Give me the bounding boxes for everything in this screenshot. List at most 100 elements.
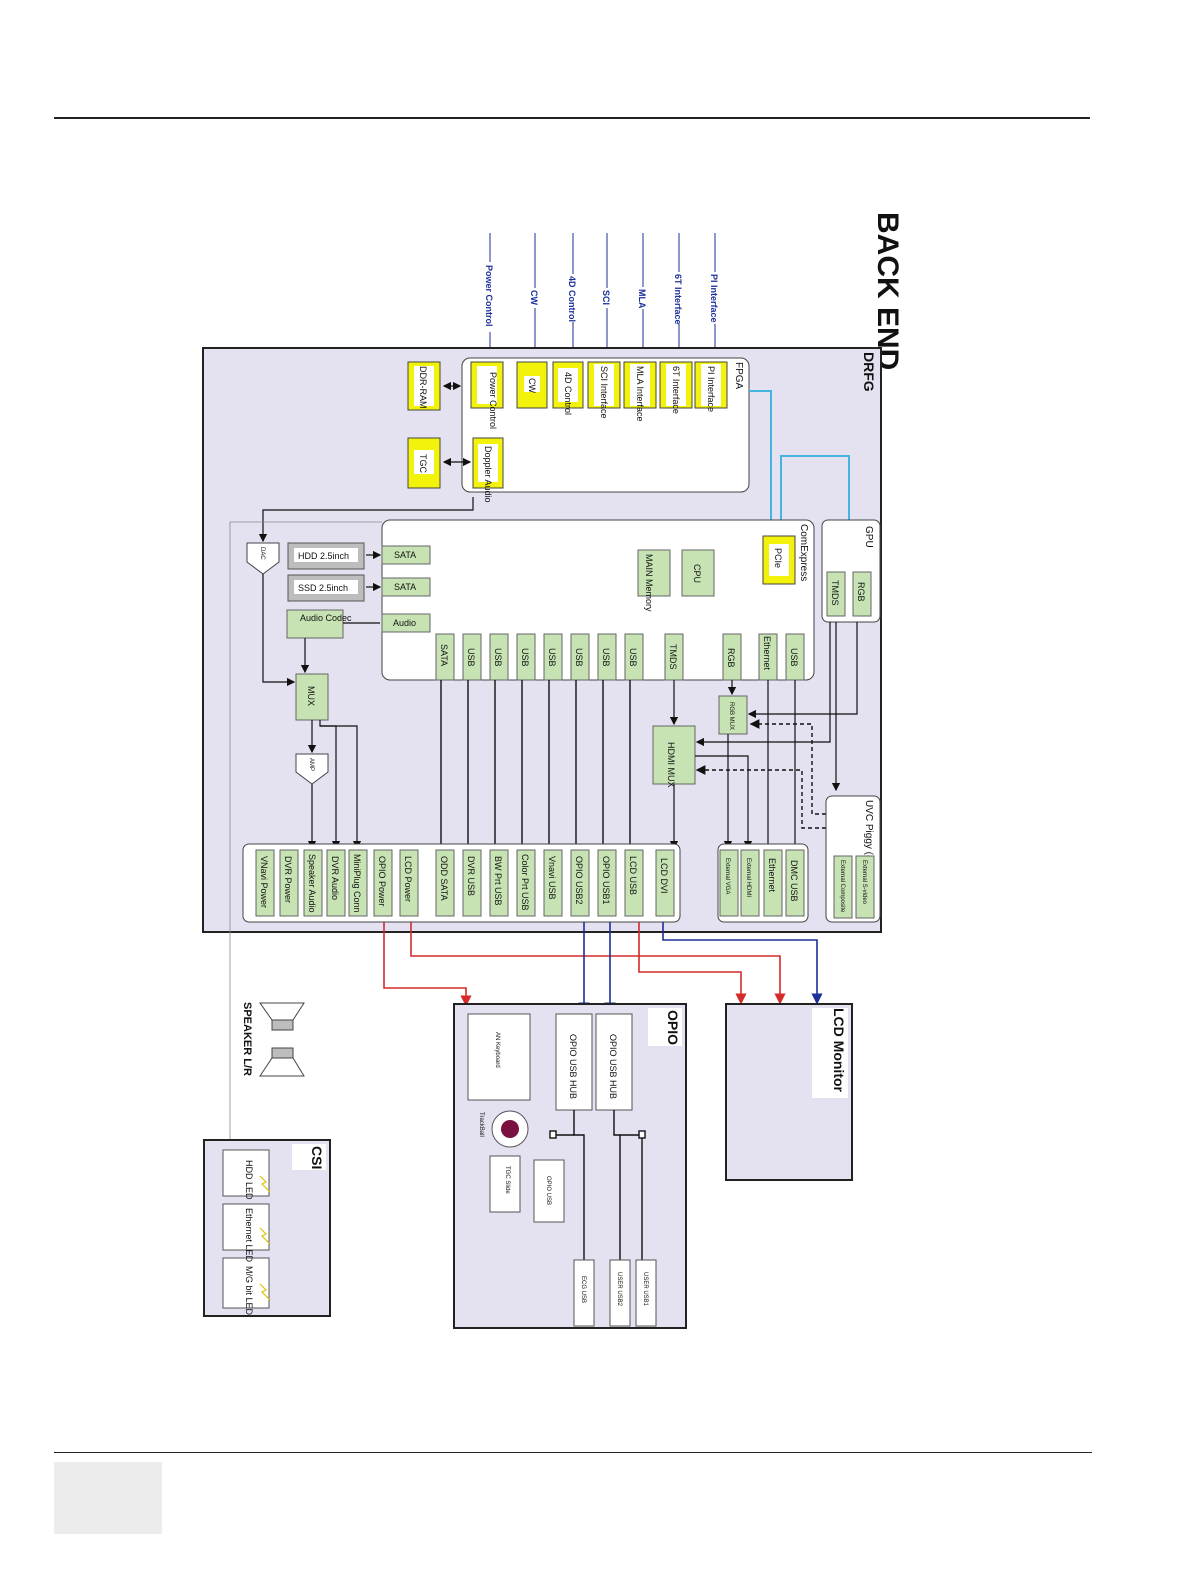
connector-label: ODD SATA (439, 856, 449, 901)
hdmi-mux-label: HDMI MUX (666, 742, 676, 788)
mux-block (295, 673, 329, 721)
connector-label: LCD Power (403, 856, 413, 902)
opio-port-label: USER USB2 (616, 1272, 622, 1307)
main-memory-label: MAIN Memory (644, 554, 654, 612)
opio-label: OPIO (665, 1010, 681, 1045)
comexpress-port-label: TMDS (668, 644, 678, 670)
comexpress-ports (435, 633, 805, 681)
speaker-label: SPEAKER L/R (241, 1002, 253, 1076)
keyboard-block (467, 1013, 531, 1101)
opio-usb-hub (555, 1013, 593, 1111)
fpga-module-label: 4D Control (563, 372, 573, 415)
pcie-links (749, 390, 850, 536)
fpga-module-label: 6T Interface (671, 366, 681, 414)
ext-connector-label: DMC USB (789, 860, 799, 902)
speaker-icon (259, 1047, 305, 1077)
connector-label: LCD DVI (659, 858, 669, 894)
connector-label: DVR USB (466, 856, 476, 896)
dac-triangle (246, 542, 280, 575)
uvc-output-label: External S-video (861, 860, 867, 905)
csi-leds (222, 1149, 270, 1309)
connector-label: OPIO Power (377, 856, 387, 907)
comexpress-port-label: Ethernet (762, 636, 772, 671)
uvc-output (833, 855, 853, 919)
comexpress-port-label: USB (628, 648, 638, 667)
comexpress-port-label: USB (789, 648, 799, 667)
audio-port-label: Audio (393, 618, 416, 628)
uvc-output (855, 855, 875, 919)
audio-codec-label: Audio Codec (300, 613, 352, 623)
connector-label: Speaker Audio (307, 854, 317, 913)
sata-port-label: SATA (394, 582, 416, 592)
speaker-icon (259, 1002, 305, 1031)
signal-label: CW (529, 290, 539, 305)
cpu-block (681, 549, 715, 597)
tgc-slide-label: TGC Slide (504, 1166, 510, 1194)
gpu-label: GPU (863, 526, 874, 548)
page-title: BACK END (871, 212, 904, 370)
comexpress-port-label: USB (601, 648, 611, 667)
connector-label: BW Prt USB (493, 856, 503, 906)
connector-label: DVR Power (283, 856, 293, 903)
audio-port (381, 613, 431, 633)
connector-label: Vnavi USB (547, 856, 557, 900)
connector-label: VNavi Power (259, 856, 269, 908)
signal-label: Power Control (484, 265, 494, 327)
rgb-mux-label: RGB MUX (728, 702, 734, 730)
connector-label: OPIO USB1 (601, 856, 611, 905)
opio-port-label: USER USB1 (642, 1272, 648, 1307)
connector-label: LCD USB (628, 856, 638, 895)
comexpress-port-label: USB (574, 648, 584, 667)
sata-port (381, 545, 431, 565)
ssd-label: SSD 2.5inch (298, 583, 348, 593)
signal-label: 4D Control (567, 276, 577, 322)
pcie-label: PCIe (773, 548, 783, 568)
footer-rule (54, 1452, 1092, 1453)
trackball-label: TrackBall (478, 1112, 484, 1137)
signal-label: MLA (637, 289, 647, 309)
ext-connector-label: Ethernet (767, 858, 777, 893)
ext-connector-label: External HDMI (745, 858, 751, 897)
hdd-label: HDD 2.5inch (298, 551, 349, 561)
gpu-port-label: TMDS (830, 580, 840, 606)
hdmi-mux-block (652, 725, 696, 785)
csi-led-label: Ethernet LED (244, 1208, 254, 1263)
main-memory-block (637, 549, 671, 597)
sata-port (381, 577, 431, 597)
drfg-label: DRFG (861, 352, 877, 392)
amp-label: AMP (308, 758, 314, 771)
audio-codec-block (286, 609, 344, 639)
gpu-port-label: RGB (856, 582, 866, 602)
comexpress-port-label: USB (547, 648, 557, 667)
connector-label: MiniPlug Conn (352, 854, 362, 913)
fpga-module-label: MLA Interface (635, 366, 645, 422)
signal-label: PI Interface (709, 274, 719, 323)
comexpress-port-label: SATA (439, 644, 449, 666)
gpu-port (826, 571, 846, 617)
opio-usb-hub-label: OPIO USB HUB (568, 1034, 578, 1099)
opio-usb-label: OPIO USB (545, 1176, 551, 1205)
uvc-piggy-label: UVC Piggy (option) (863, 800, 874, 886)
gpu-port (852, 571, 872, 617)
keyboard-label: AN Keyboard (494, 1032, 500, 1068)
comexpress-label: ComExpress (798, 524, 809, 581)
fpga-module-label: PI Interface (706, 366, 716, 412)
led-icon (259, 1175, 271, 1301)
fpga-module-label: SCI Interface (599, 366, 609, 419)
tgc-label: TGC (418, 454, 428, 473)
csi-label: CSI (309, 1146, 325, 1169)
ddr-ram-label: DDR-RAM (418, 366, 428, 409)
comexpress-port-label: USB (466, 648, 476, 667)
opio-ports (573, 1259, 657, 1327)
opio-port-label: ECG USB (580, 1276, 586, 1303)
opio-usb-hub-label: OPIO USB HUB (608, 1034, 618, 1099)
amp-triangle (295, 753, 329, 785)
sata-port-label: SATA (394, 550, 416, 560)
opio-usb-block (533, 1159, 565, 1223)
comexpress-port-label: RGB (726, 648, 736, 668)
connector-label: Color Prt USB (520, 854, 530, 911)
connector-label: DVR Audio (330, 856, 340, 900)
rgb-mux-block (718, 695, 748, 735)
header-rule (54, 117, 1090, 119)
